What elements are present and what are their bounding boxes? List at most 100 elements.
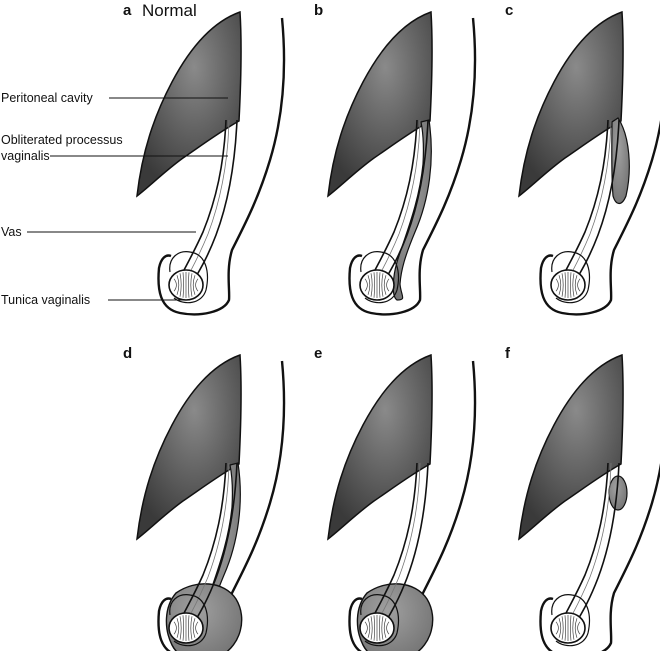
vas-deferens: [180, 462, 227, 620]
testis-striation: [179, 273, 182, 297]
testis-striation: [188, 615, 190, 641]
testis-striation: [188, 272, 190, 298]
testis-striation: [572, 616, 575, 640]
testis-striation: [176, 618, 180, 638]
testis-striation: [379, 272, 381, 298]
peritoneal-cavity: [136, 353, 242, 541]
panel-f-anatomy: [518, 353, 660, 651]
obliterated-processus: [575, 462, 620, 624]
testis-striation: [182, 615, 184, 641]
patent-processus-vaginalis: [392, 119, 432, 301]
panel-c: c: [505, 2, 660, 316]
peritoneal-cavity: [136, 10, 242, 198]
tunica-vaginalis: [360, 594, 400, 647]
testis-striation: [364, 621, 368, 635]
cord-inner-line: [377, 119, 421, 279]
testis-striation: [570, 272, 572, 298]
panel-title-a: Normal: [142, 1, 197, 20]
testis-striation: [386, 621, 390, 635]
testis-striation: [370, 616, 373, 640]
testis-striation: [373, 272, 375, 298]
label-processus-line2: vaginalis: [1, 149, 50, 163]
testis-striation: [373, 615, 375, 641]
testis-striation: [577, 278, 581, 292]
panel-c-anatomy: [518, 10, 660, 316]
testis-striation: [173, 278, 177, 292]
testis-striation: [190, 273, 193, 297]
label-processus-line1: Obliterated processus: [1, 133, 123, 147]
testis-striation: [367, 618, 371, 638]
testis-striation: [577, 621, 581, 635]
cord-inner-line: [186, 462, 230, 622]
panel-b: b: [314, 2, 477, 316]
testis-striation: [192, 618, 196, 638]
scrotal-outline: [348, 17, 477, 316]
vas-deferens: [371, 119, 418, 277]
vas-deferens: [562, 462, 609, 620]
annotations: Peritoneal cavity Obliterated processus …: [1, 91, 228, 307]
tunica-vaginalis: [360, 251, 400, 304]
testis-striation: [381, 616, 384, 640]
panel-a-anatomy: [136, 10, 286, 316]
obliterated-processus: [384, 119, 429, 281]
testis-striation: [182, 272, 184, 298]
testis-striation: [558, 618, 562, 638]
tunica-vaginalis: [551, 594, 591, 647]
panel-b-anatomy: [327, 10, 477, 316]
testis-striation: [370, 273, 373, 297]
panel-letter-e: e: [314, 345, 322, 362]
vas-deferens: [562, 119, 609, 277]
label-peritoneal-cavity: Peritoneal cavity: [1, 91, 93, 105]
testis-striation: [192, 275, 196, 295]
panel-letter-f: f: [505, 345, 511, 362]
testis-striation: [555, 278, 559, 292]
testis-striation: [564, 615, 566, 641]
peritoneal-cavity: [327, 353, 433, 541]
panel-letter-c: c: [505, 2, 513, 19]
obliterated-processus: [193, 119, 238, 281]
peritoneal-cavity: [327, 10, 433, 198]
testis-striation: [383, 275, 387, 295]
panel-a: a Normal: [123, 1, 286, 316]
testis-striation: [379, 615, 381, 641]
testis-striation: [173, 621, 177, 635]
testis-striation: [386, 278, 390, 292]
testis-striation: [572, 273, 575, 297]
testis-striation: [179, 616, 182, 640]
vas-deferens: [371, 462, 418, 620]
tunica-vaginalis: [551, 251, 591, 304]
scrotal-outline: [157, 17, 286, 316]
panel-d: d: [123, 345, 286, 651]
panel-letter-d: d: [123, 345, 132, 362]
testis-striation: [383, 618, 387, 638]
testis-striation: [574, 618, 578, 638]
testis-striation: [558, 275, 562, 295]
cord-inner-line: [186, 119, 230, 279]
testis-striation: [367, 275, 371, 295]
panel-letter-a: a: [123, 2, 132, 19]
testis-striation: [555, 621, 559, 635]
label-vas: Vas: [1, 225, 22, 239]
testis-striation: [564, 272, 566, 298]
testis-striation: [176, 275, 180, 295]
cord-inner-line: [568, 462, 612, 622]
obliterated-processus: [384, 462, 429, 624]
panel-f: f: [505, 345, 660, 651]
tunica-vaginalis: [169, 251, 209, 304]
testis-striation: [195, 278, 199, 292]
obliterated-processus: [193, 462, 238, 624]
obliterated-processus: [575, 119, 620, 281]
testis-striation: [381, 273, 384, 297]
testis-striation: [561, 273, 564, 297]
proximal-patent-sac: [611, 117, 630, 205]
panel-letter-b: b: [314, 2, 323, 19]
tunica-vaginalis: [169, 594, 209, 647]
testis-striation: [570, 615, 572, 641]
panel-e-anatomy: [327, 353, 477, 651]
vas-deferens: [180, 119, 227, 277]
cord-inner-line: [377, 462, 421, 622]
peritoneal-cavity: [518, 10, 624, 198]
testis-striation: [364, 278, 368, 292]
peritoneal-cavity: [518, 353, 624, 541]
